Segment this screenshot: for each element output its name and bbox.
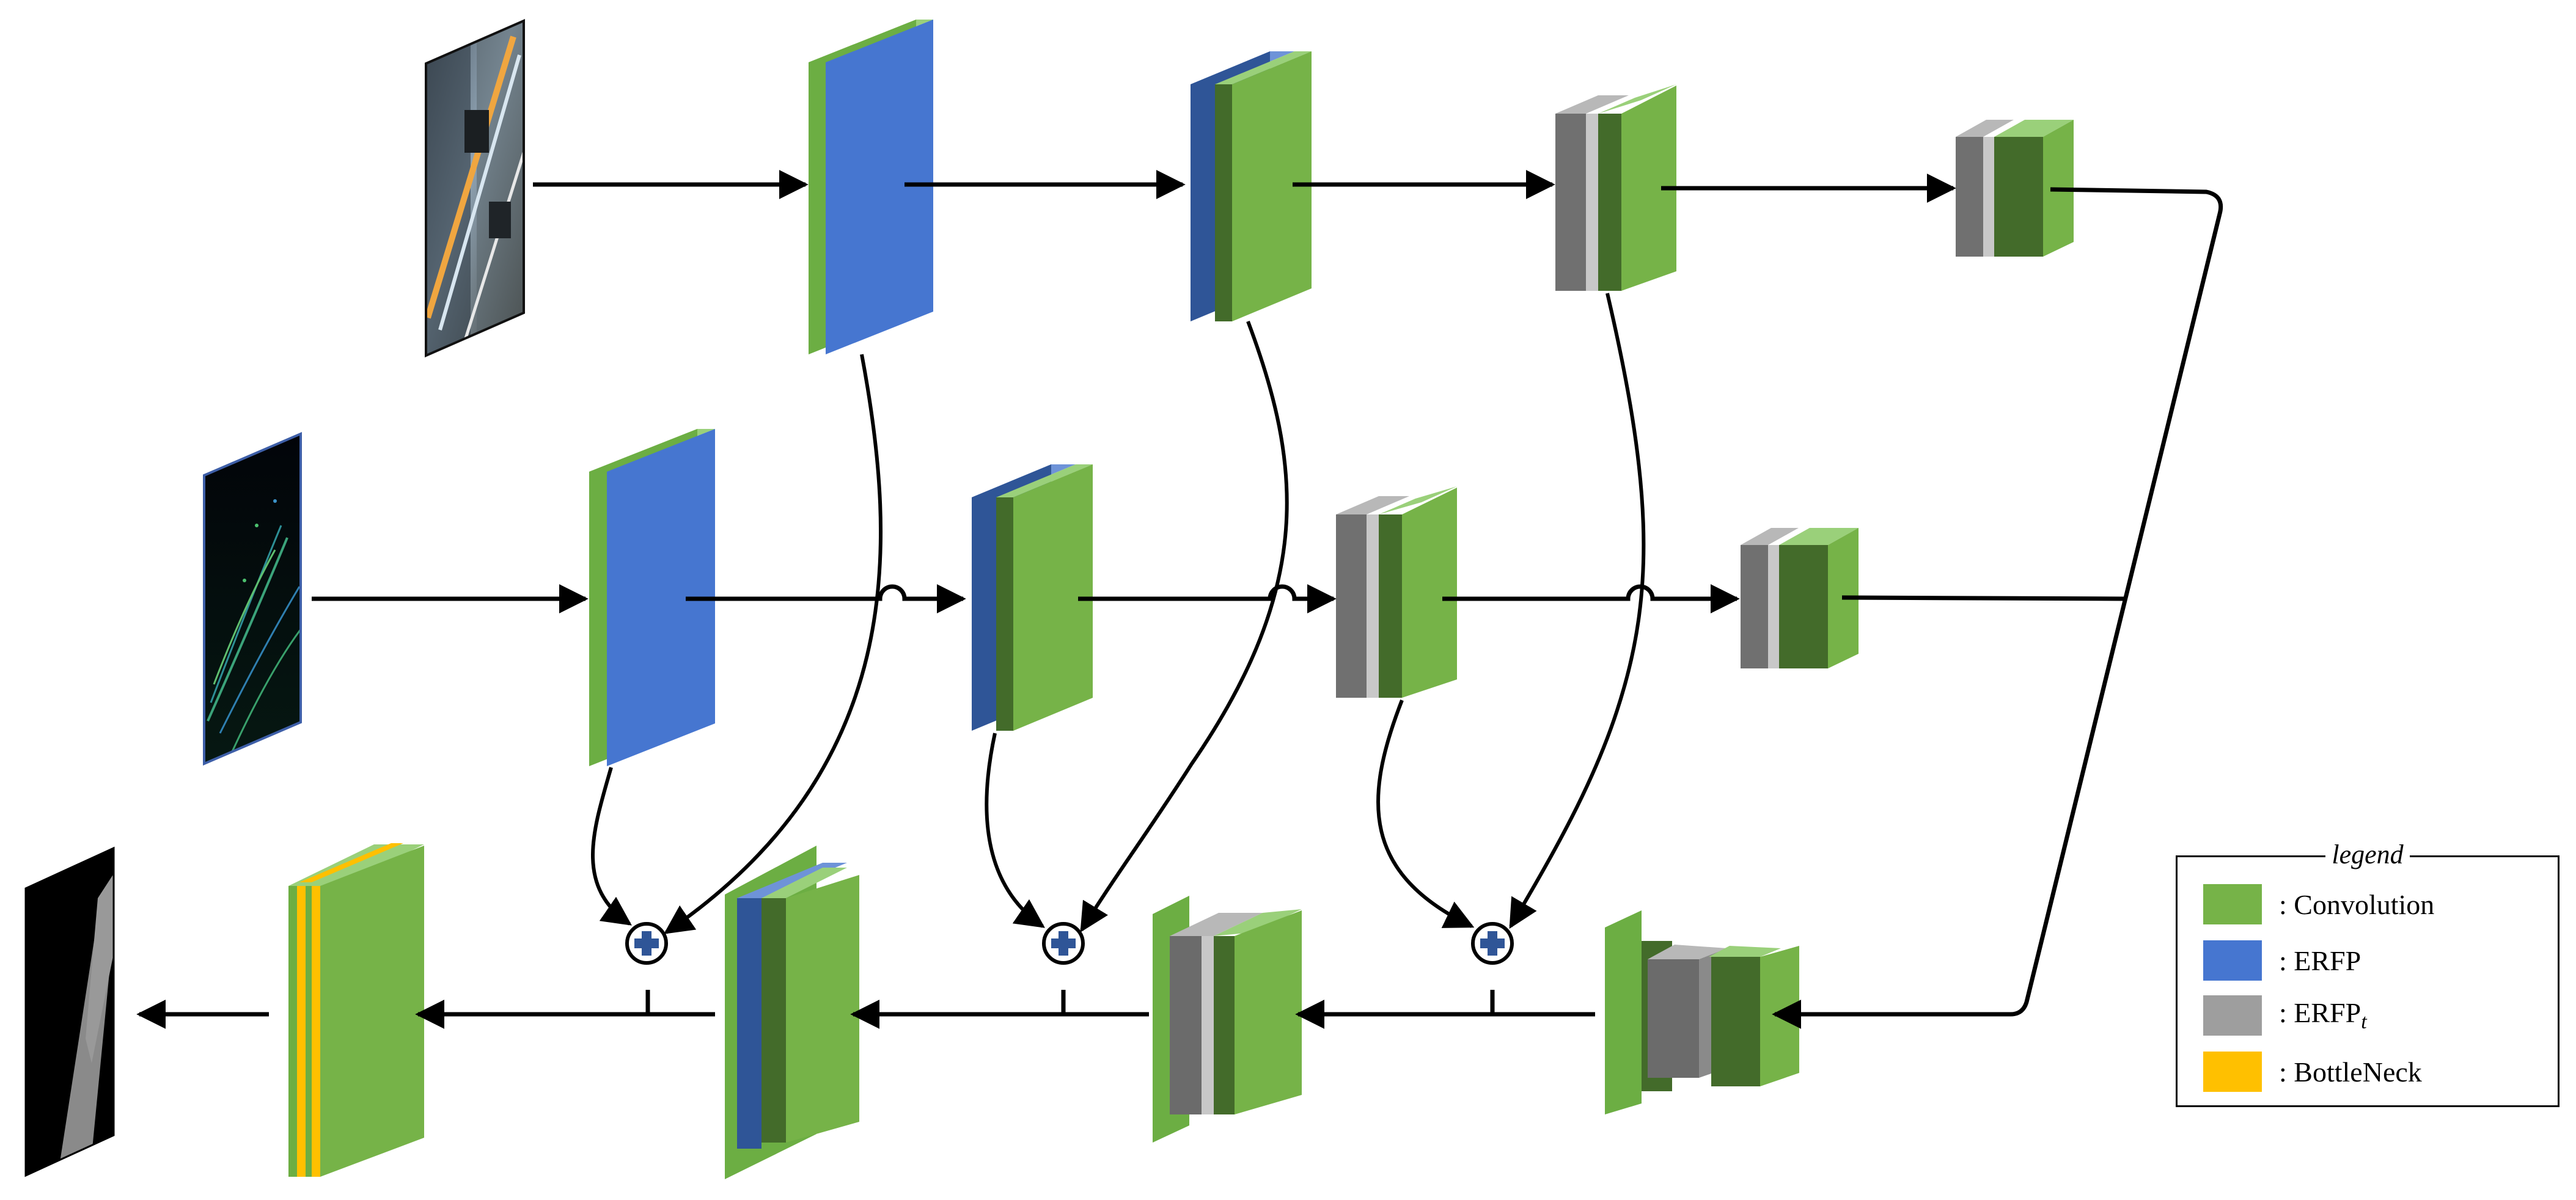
rgb-image-thumbnail-icon [426, 21, 524, 356]
decoder-block-2 [1153, 896, 1302, 1143]
legend-label-bottleneck: : BottleNeck [2279, 1056, 2422, 1088]
encoder-lidar-block-1 [589, 429, 715, 766]
encoder-lidar-block-4 [1741, 528, 1859, 668]
encoder-rgb-block-4 [1956, 120, 2074, 257]
plus-fusion-icon [1042, 922, 1085, 965]
legend-box: legend : Convolution : ERFP : ERFPt : Bo… [2176, 840, 2559, 1107]
legend-swatch-convolution [2203, 884, 2262, 924]
decoder-block-3 [725, 846, 859, 1179]
plus-fusion-icon [625, 922, 668, 965]
legend-label-erfp-t: : ERFPt [2279, 997, 2367, 1034]
plus-fusion-icon [1471, 922, 1514, 965]
encoder-rgb-block-3 [1555, 84, 1676, 291]
encoder-lidar-block-3 [1336, 486, 1457, 698]
fusion-node-3 [1471, 922, 1514, 965]
encoder-rgb-block-2 [1191, 51, 1312, 321]
legend-title: legend [2178, 839, 2558, 870]
lidar-image-thumbnail-icon [204, 434, 301, 764]
skip-connection-curves [591, 293, 1646, 934]
legend-label-erfp: : ERFP [2279, 945, 2361, 976]
fusion-node-1 [625, 922, 668, 965]
legend-item-convolution: : Convolution [2203, 883, 2434, 926]
legend-label-convolution: : Convolution [2279, 888, 2435, 920]
decoder-block-1 [1605, 910, 1799, 1114]
legend-swatch-erfp [2203, 940, 2262, 981]
encoder-lidar-block-2 [972, 464, 1093, 731]
legend-item-erfp-t: : ERFPt [2203, 994, 2367, 1037]
legend-item-bottleneck: : BottleNeck [2203, 1050, 2422, 1093]
road-segmentation-output-icon [26, 848, 114, 1176]
flow-arrows [136, 170, 2223, 1029]
decoder-block-4 [288, 843, 424, 1177]
legend-swatch-erfp-t [2203, 995, 2262, 1036]
encoder-rgb-block-1 [809, 20, 933, 354]
input-lidar-image [203, 431, 302, 766]
fusion-node-2 [1042, 922, 1085, 965]
legend-item-erfp: : ERFP [2203, 939, 2361, 982]
legend-title-text: legend [2325, 840, 2410, 869]
legend-swatch-bottleneck [2203, 1052, 2262, 1092]
input-rgb-image [425, 18, 525, 358]
output-segmentation-image [24, 846, 115, 1177]
